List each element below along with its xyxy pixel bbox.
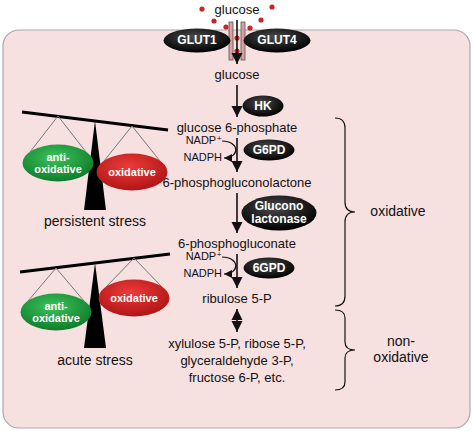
text-wrap: oxidative	[96, 153, 168, 191]
text-wrap: glucose	[207, 66, 267, 83]
balance-text: anti-oxidative	[27, 300, 85, 324]
enzyme-name: Glucono lactonase	[247, 200, 311, 226]
phase-label: oxidative	[358, 203, 438, 219]
cofactor-label: NADP⁺	[172, 134, 222, 147]
balance-text: anti-oxidative	[29, 151, 87, 175]
enzyme-name: GLUT1	[177, 34, 216, 47]
enzyme-name: 6GPD	[253, 262, 286, 275]
metabolite-name: 6-phosphogluconolactone	[163, 174, 312, 191]
ellipse-shape	[243, 96, 284, 117]
text-wrap: glucose 6-phosphate	[167, 119, 307, 136]
text-wrap: GLUT1	[163, 28, 231, 53]
text-wrap: 6GPD	[243, 257, 295, 279]
text-wrap: oxidative	[98, 279, 170, 317]
enzyme-name: GLUT4	[257, 34, 296, 47]
metabolite-name: ribulose 5-P	[202, 290, 271, 307]
cofactor-label: NADPH	[172, 267, 222, 280]
metabolite-text: 6-phosphogluconolactone	[152, 174, 322, 191]
metabolite-text: 6-phosphogluconate	[157, 235, 317, 252]
balance-weight: anti-oxidative	[20, 293, 92, 331]
metabolite-text: ribulose 5-P	[187, 290, 287, 307]
enzyme-name: G6PD	[253, 144, 286, 157]
text-wrap: anti-oxidative	[20, 293, 92, 331]
text-wrap: 6-phosphogluconate	[157, 235, 317, 252]
transporter-ellipse: GLUT4	[243, 28, 311, 53]
text-wrap: Glucono lactonase	[241, 195, 317, 231]
ellipse-shape	[242, 196, 317, 231]
condition-label: persistent stress	[35, 213, 155, 229]
metabolite-text: glucose 6-phosphate	[167, 119, 307, 136]
metabolite-name: glucose	[215, 1, 260, 18]
metabolite-name: glucose 6-phosphate	[177, 119, 298, 136]
ellipse-shape	[21, 294, 92, 331]
transporter-ellipse: GLUT1	[163, 28, 231, 53]
text-wrap: glucose	[207, 1, 267, 18]
phase-label: non-oxidative	[366, 333, 436, 365]
enzyme-ellipse: Glucono lactonase	[241, 195, 317, 231]
text-wrap: HK	[242, 95, 284, 117]
condition-label: acute stress	[35, 352, 155, 368]
reaction-arrow	[236, 193, 238, 233]
ellipse-shape	[244, 140, 295, 161]
balance-text: oxidative	[108, 166, 156, 178]
cofactor-label: NADPH	[172, 151, 222, 164]
text-wrap: xylulose 5-P, ribose 5-P, glyceraldehyde…	[161, 334, 313, 386]
text-wrap: anti-oxidative	[22, 144, 94, 182]
metabolite-name: glucose	[215, 66, 260, 83]
enzyme-ellipse: G6PD	[243, 139, 295, 161]
enzyme-name: HK	[254, 100, 271, 113]
text-wrap: G6PD	[243, 139, 295, 161]
text-wrap: 6-phosphogluconolactone	[152, 174, 322, 191]
reaction-arrow	[236, 254, 238, 288]
balance-text: oxidative	[110, 292, 158, 304]
metabolite-text: xylulose 5-P, ribose 5-P, glyceraldehyde…	[161, 334, 313, 386]
ellipse-shape	[164, 29, 231, 53]
pathway-braces	[335, 118, 355, 390]
text-wrap: GLUT4	[243, 28, 311, 53]
ellipse-shape	[99, 280, 170, 317]
cofactor-arrows	[222, 141, 236, 274]
metabolite-name: 6-phosphogluconate	[178, 235, 296, 252]
ellipse-shape	[97, 154, 168, 191]
reaction-arrow	[236, 85, 238, 117]
enzyme-ellipse: 6GPD	[243, 257, 295, 279]
cofactor-label: NADP⁺	[172, 250, 222, 263]
reaction-arrow	[236, 309, 238, 332]
cell-body	[3, 30, 470, 428]
balance-persistent	[22, 112, 168, 210]
balance-acute	[20, 254, 170, 348]
ellipse-shape	[23, 145, 94, 182]
enzyme-ellipse: HK	[242, 95, 284, 117]
metabolite-text: glucose	[207, 1, 267, 18]
ellipse-shape	[244, 258, 295, 279]
reaction-arrow	[236, 138, 238, 172]
metabolite-text: glucose	[207, 66, 267, 83]
reaction-arrow	[236, 20, 238, 64]
ellipse-shape	[244, 29, 311, 53]
metabolite-name: xylulose 5-P, ribose 5-P, glyceraldehyde…	[161, 335, 313, 386]
balance-weight: oxidative	[98, 279, 170, 317]
balance-weight: anti-oxidative	[22, 144, 94, 182]
text-wrap: ribulose 5-P	[187, 290, 287, 307]
balance-weight: oxidative	[96, 153, 168, 191]
